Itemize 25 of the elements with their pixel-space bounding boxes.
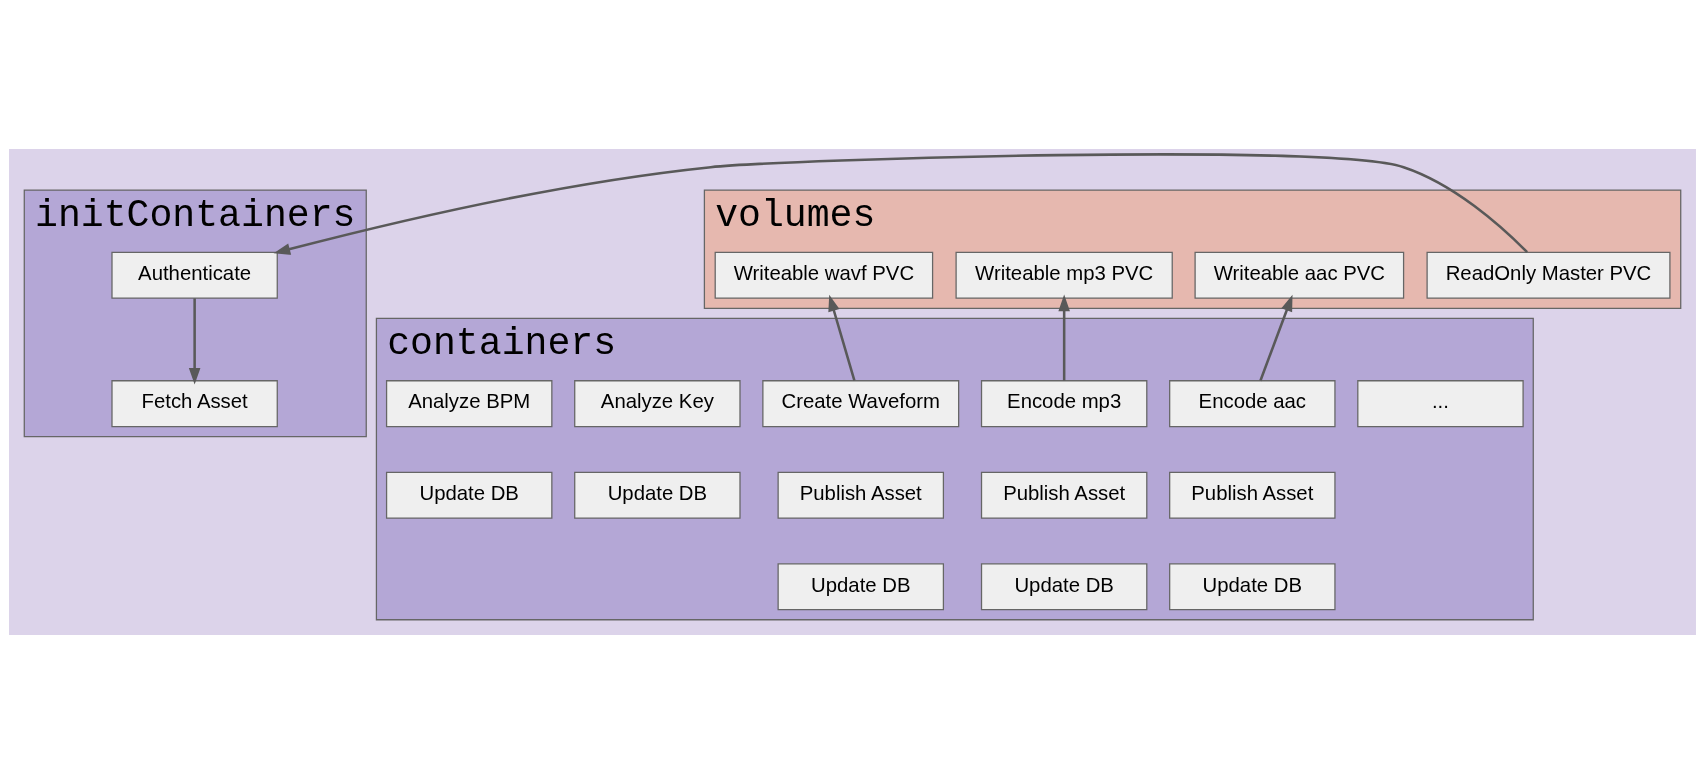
- node-box: Authenticate: [111, 251, 278, 299]
- node-box: Writeable wavf PVC: [714, 251, 934, 299]
- arrow: [1259, 294, 1293, 381]
- node-box: Analyze Key: [574, 379, 741, 427]
- node-box: Encode aac: [1169, 379, 1336, 427]
- node-box: Create Waveform: [762, 379, 960, 427]
- node-box: Writeable aac PVC: [1194, 251, 1405, 299]
- node-box: ...: [1357, 379, 1524, 427]
- node-box: Writeable mp3 PVC: [955, 251, 1173, 299]
- node-box: Update DB: [574, 471, 741, 519]
- node-box: Publish Asset: [777, 471, 945, 519]
- node-box: Publish Asset: [980, 471, 1148, 519]
- node-box: Publish Asset: [1169, 471, 1336, 519]
- arrow: [273, 152, 1528, 255]
- node-box: Analyze BPM: [385, 379, 553, 427]
- arrow: [188, 297, 201, 385]
- node-box: Update DB: [1169, 562, 1336, 610]
- node-box: ReadOnly Master PVC: [1426, 251, 1671, 299]
- node-box: Fetch Asset: [111, 379, 278, 427]
- arrow: [828, 294, 856, 381]
- node-box: Encode mp3: [980, 379, 1148, 427]
- node-box: Update DB: [777, 562, 945, 610]
- node-box: Update DB: [385, 471, 553, 519]
- node-box: Update DB: [980, 562, 1148, 610]
- arrow: [1058, 294, 1070, 381]
